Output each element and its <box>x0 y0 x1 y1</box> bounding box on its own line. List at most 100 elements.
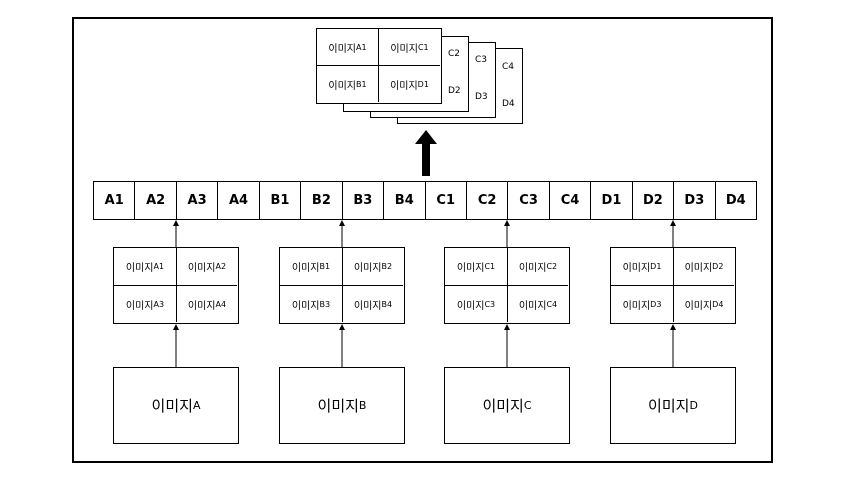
stack-layer-4-top-label: C4 <box>502 62 515 72</box>
image-prefix: 이미지 <box>390 80 418 92</box>
stack-layer-4-bottom-label: D4 <box>502 99 515 109</box>
sequence-cell-d2: D2 <box>631 182 673 219</box>
image-prefix: 이미지 <box>622 300 651 312</box>
tile-label: B1 <box>319 262 331 271</box>
image-prefix: 이미지 <box>353 263 382 274</box>
sequence-cell-a2: A2 <box>134 182 175 219</box>
sequence-cell-b3: B3 <box>341 182 383 219</box>
sequence-cell-c1: C1 <box>424 182 466 219</box>
tile-label: A4 <box>215 299 227 309</box>
sequence-cell-d1: D1 <box>590 182 631 219</box>
image-prefix: 이미지 <box>328 80 357 92</box>
sequence-cell-c3: C3 <box>507 182 548 219</box>
sequence-cell-b4: B4 <box>383 182 424 219</box>
sequence-cell-d3: D3 <box>673 182 714 219</box>
sequence-cell-b2: B2 <box>300 182 341 219</box>
tile-label: A1 <box>153 262 165 271</box>
tile-label: B3 <box>319 299 331 309</box>
tile-label: B1 <box>356 79 367 89</box>
tile-label: C1 <box>417 42 429 52</box>
image-prefix: 이미지 <box>684 300 713 312</box>
image-prefix: 이미지 <box>648 397 690 415</box>
image-prefix: 이미지 <box>390 43 418 55</box>
source-image-label: D <box>689 399 698 412</box>
sequence-cell-a3: A3 <box>175 182 217 219</box>
source-image-label: A <box>192 399 201 412</box>
image-prefix: 이미지 <box>482 397 524 415</box>
image-prefix: 이미지 <box>125 300 154 312</box>
image-prefix: 이미지 <box>187 300 216 312</box>
tile-label: C1 <box>484 262 496 271</box>
image-prefix: 이미지 <box>518 263 547 274</box>
tile-label: D1 <box>417 79 429 89</box>
sequence-cell-c4: C4 <box>548 182 590 219</box>
stack-layer-3-top-label: C3 <box>475 55 488 65</box>
stack-layer-2-top-label: C2 <box>448 49 461 59</box>
sequence-cell-a4: A4 <box>217 182 258 219</box>
sequence-cell-b1: B1 <box>258 182 300 219</box>
image-prefix: 이미지 <box>291 263 320 274</box>
tile-label: C2 <box>546 262 558 271</box>
image-prefix: 이미지 <box>151 397 193 415</box>
source-image-label: C <box>523 399 532 412</box>
tile-label: D3 <box>650 299 662 309</box>
tile-label: C3 <box>484 299 496 309</box>
image-prefix: 이미지 <box>187 263 216 274</box>
image-prefix: 이미지 <box>456 263 485 274</box>
stack-layer-3-bottom-label: D3 <box>475 92 488 102</box>
tile-label: A1 <box>356 42 367 52</box>
image-prefix: 이미지 <box>291 300 320 312</box>
source-image-label: B <box>358 399 367 412</box>
tile-label: A3 <box>153 299 165 309</box>
tile-label: B4 <box>381 299 393 309</box>
up-arrow-icon <box>415 130 437 176</box>
tile-label: D2 <box>712 262 724 271</box>
image-prefix: 이미지 <box>353 300 382 312</box>
sequence-cell-c2: C2 <box>465 182 507 219</box>
tile-label: C4 <box>546 299 558 309</box>
image-prefix: 이미지 <box>622 263 651 274</box>
image-prefix: 이미지 <box>684 263 713 274</box>
image-prefix: 이미지 <box>456 300 485 312</box>
tile-label: D1 <box>650 262 662 271</box>
sequence-cell-a1: A1 <box>104 193 124 208</box>
sequence-cell-d4: D4 <box>714 182 756 219</box>
image-prefix: 이미지 <box>328 43 357 55</box>
tile-label: D4 <box>712 299 724 309</box>
tile-label: B2 <box>381 262 393 271</box>
image-prefix: 이미지 <box>317 397 359 415</box>
tile-label: A2 <box>215 262 227 271</box>
image-prefix: 이미지 <box>125 263 154 274</box>
